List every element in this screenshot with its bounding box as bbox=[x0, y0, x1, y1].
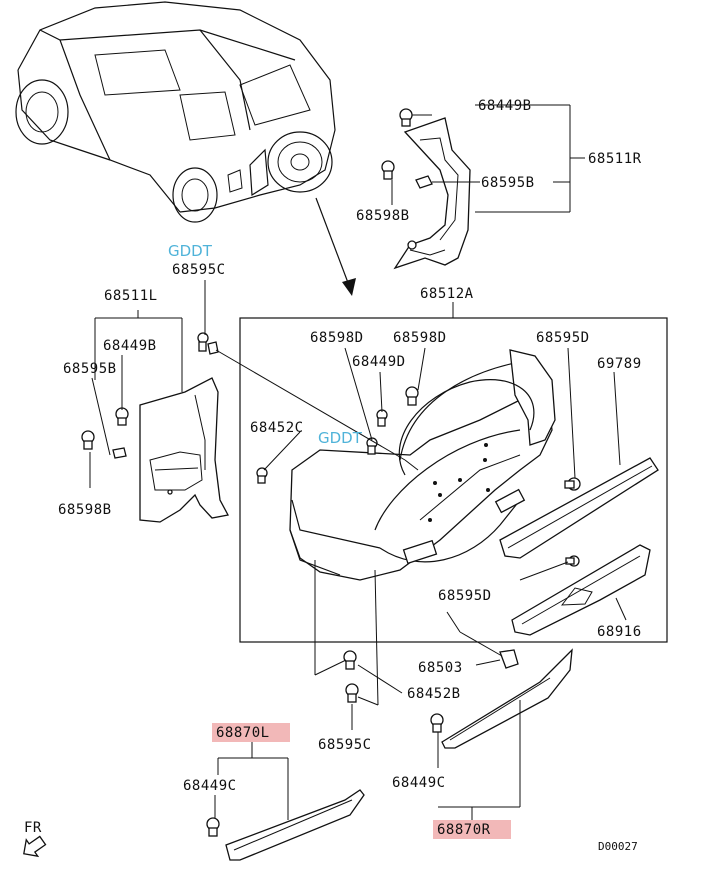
label-68449B-left: 68449B bbox=[103, 338, 157, 354]
label-68595C-bottom: 68595C bbox=[318, 737, 372, 753]
label-68598B-left: 68598B bbox=[58, 502, 112, 518]
label-68449D: 68449D bbox=[352, 354, 406, 370]
bracket-68511R bbox=[381, 108, 480, 270]
label-68449C-right: 68449C bbox=[392, 775, 446, 791]
garnish-69789 bbox=[499, 457, 659, 559]
diagram-code: D00027 bbox=[598, 840, 638, 853]
label-68595D-top: 68595D bbox=[536, 330, 590, 346]
vehicle-illustration bbox=[15, 1, 336, 223]
highlight-68870R bbox=[433, 820, 511, 839]
label-68595D-mid: 68595D bbox=[438, 588, 492, 604]
label-68595C-top: 68595C bbox=[172, 262, 226, 278]
label-68916: 68916 bbox=[597, 624, 642, 640]
rear-bumper-68512A bbox=[256, 349, 581, 581]
label-68598B-top: 68598B bbox=[356, 208, 410, 224]
label-68449B-top: 68449B bbox=[478, 98, 532, 114]
bracket-68511L bbox=[81, 332, 229, 523]
label-front: FR bbox=[24, 820, 42, 836]
label-68503: 68503 bbox=[418, 660, 463, 676]
garnish-68916 bbox=[511, 544, 651, 636]
label-68449C-left: 68449C bbox=[183, 778, 237, 794]
label-68598D-2: 68598D bbox=[393, 330, 447, 346]
label-68595B-left: 68595B bbox=[63, 361, 117, 377]
mudguard-68870R bbox=[430, 648, 573, 749]
label-68598D-1: 68598D bbox=[310, 330, 364, 346]
label-68512A: 68512A bbox=[420, 286, 474, 302]
leader-lines bbox=[89, 104, 627, 822]
label-68511L: 68511L bbox=[104, 288, 158, 304]
arrow-to-bumper bbox=[315, 197, 356, 296]
mudguard-68870L bbox=[206, 789, 365, 861]
label-68511R: 68511R bbox=[588, 151, 642, 167]
label-68452C: 68452C bbox=[250, 420, 304, 436]
label-69789: 69789 bbox=[597, 356, 642, 372]
label-68870L: 68870L bbox=[216, 725, 270, 741]
label-68870R: 68870R bbox=[437, 822, 491, 838]
label-68452B: 68452B bbox=[407, 686, 461, 702]
label-68595B-top: 68595B bbox=[481, 175, 535, 191]
watermark-2: GDDT bbox=[318, 429, 363, 447]
lower-clips bbox=[343, 649, 519, 703]
front-direction-icon bbox=[23, 835, 47, 858]
highlight-68870L bbox=[212, 723, 290, 742]
watermark-1: GDDT bbox=[168, 242, 213, 260]
